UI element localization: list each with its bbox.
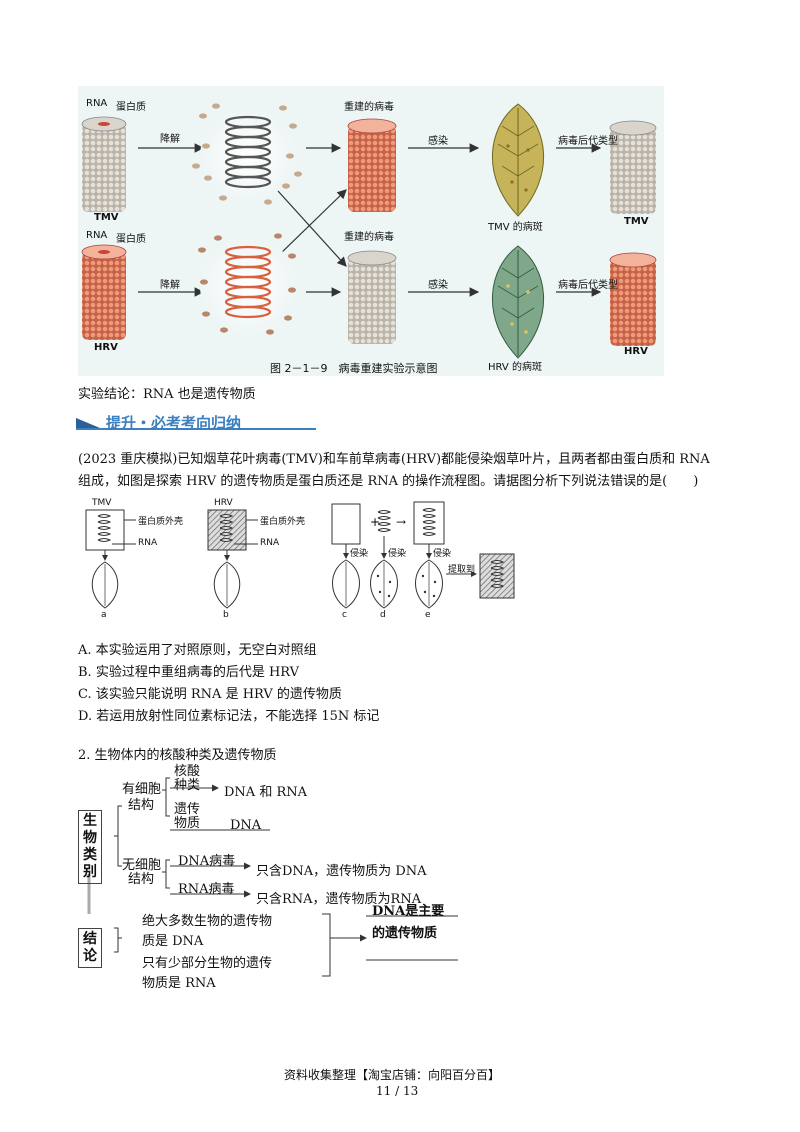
label-a: a bbox=[101, 610, 107, 620]
dna-virus-label: DNA病毒 bbox=[178, 854, 236, 869]
label-infect-top: 感染 bbox=[428, 136, 448, 147]
acid-type-label-1: 核酸 bbox=[174, 764, 201, 779]
option-c: C. 该实验只能说明 RNA 是 HRV 的遗传物质 bbox=[78, 687, 342, 702]
conclusion-b-line-2: 物质是 RNA bbox=[142, 976, 216, 991]
genetic-label-2: 物质 bbox=[174, 816, 201, 831]
nucleic-acid-tree: 生物类别 结论 有细胞 结构 核酸 种类 DNA 和 RNA 遗传 物质 DNA… bbox=[70, 756, 500, 996]
svg-text:+: + bbox=[370, 515, 380, 529]
label-offspring-bottom: 病毒后代类型 bbox=[558, 280, 618, 291]
option-d: D. 若运用放射性同位素标记法，不能选择 15N 标记 bbox=[78, 709, 380, 724]
label-rna-bottom: RNA bbox=[86, 230, 108, 241]
label-hrv-box: HRV bbox=[214, 498, 233, 508]
tmv-leaf bbox=[492, 103, 544, 217]
virus-reconstruction-figure: RNA 蛋白质 TMV 降解 重建的病毒 感染 TMV 的病斑 病毒后代类型 T… bbox=[78, 86, 664, 376]
rna-virus-desc: 只含RNA，遗传物质为RNA bbox=[256, 892, 422, 907]
experiment-flow-figure: + → TMV HRV 蛋白质外壳 RNA 蛋白质外壳 RNA 侵染 侵染 侵染… bbox=[78, 496, 528, 626]
label-c: c bbox=[342, 610, 347, 620]
section-banner: 提升・必考考向归纳 bbox=[76, 412, 316, 434]
question-stem-line-1: (2023 重庆模拟)已知烟草花叶病毒(TMV)和车前草病毒(HRV)都能侵染烟… bbox=[78, 452, 710, 467]
acellular-label-1: 无细胞 bbox=[122, 858, 162, 873]
tmv-degraded bbox=[192, 103, 302, 205]
label-rebuilt-bottom: 重建的病毒 bbox=[344, 232, 394, 243]
hrv-degraded bbox=[198, 233, 296, 336]
label-shell-b: 蛋白质外壳 bbox=[260, 517, 306, 527]
conclusion-a-line-1: 绝大多数生物的遗传物 bbox=[142, 914, 273, 929]
label-d: d bbox=[380, 610, 386, 620]
label-hrv-out: HRV bbox=[624, 346, 648, 357]
experiment-conclusion: 实验结论：RNA 也是遗传物质 bbox=[78, 387, 256, 402]
result-line-2: 的遗传物质 bbox=[372, 926, 438, 941]
label-tmv: TMV bbox=[94, 212, 119, 223]
dna-virus-desc: 只含DNA，遗传物质为 DNA bbox=[256, 864, 427, 879]
label-tmv-box: TMV bbox=[92, 498, 112, 508]
hrv-leaf bbox=[492, 245, 544, 359]
label-protein-top: 蛋白质 bbox=[116, 102, 146, 113]
category-box: 生物类别 bbox=[78, 810, 102, 884]
acid-type-label-2: 种类 bbox=[174, 778, 201, 793]
tree-lines bbox=[87, 777, 458, 977]
conclusion-box-text: 结论 bbox=[83, 931, 97, 964]
figure-caption: 图 2－1－9 病毒重建实验示意图 bbox=[270, 362, 438, 375]
rebuilt-virus-bottom bbox=[347, 250, 397, 344]
svg-text:→: → bbox=[396, 515, 406, 529]
label-offspring-top: 病毒后代类型 bbox=[558, 136, 618, 147]
option-a: A. 本实验运用了对照原则，无空白对照组 bbox=[78, 643, 317, 658]
banner-underline bbox=[76, 428, 316, 430]
hrv-offspring bbox=[609, 252, 657, 346]
label-infect-bottom: 感染 bbox=[428, 280, 448, 291]
option-b: B. 实验过程中重组病毒的后代是 HRV bbox=[78, 665, 300, 680]
rebuilt-virus-top bbox=[347, 118, 397, 212]
genetic-value: DNA bbox=[230, 818, 262, 833]
cellular-label-1: 有细胞 bbox=[122, 782, 162, 797]
hrv-particle bbox=[81, 244, 127, 340]
banner-triangle bbox=[76, 418, 100, 428]
conclusion-a-line-2: 质是 DNA bbox=[142, 934, 204, 949]
label-infect-e: 侵染 bbox=[433, 549, 452, 559]
label-rna-top: RNA bbox=[86, 98, 108, 109]
rna-virus-label: RNA病毒 bbox=[178, 882, 235, 897]
result-line-1: DNA是主要 bbox=[372, 904, 445, 919]
genetic-label-1: 遗传 bbox=[174, 802, 201, 817]
label-rna-b: RNA bbox=[260, 538, 280, 548]
label-hrv-lesion: HRV 的病斑 bbox=[488, 362, 542, 373]
flow-drawing: + → bbox=[85, 501, 515, 609]
page-number: 11 / 13 bbox=[376, 1084, 419, 1098]
label-extract: 提取到 bbox=[448, 565, 476, 575]
acellular-label-2: 结构 bbox=[128, 872, 155, 887]
arrow-cross-down bbox=[277, 190, 347, 267]
label-tmv-lesion: TMV 的病斑 bbox=[488, 222, 543, 233]
label-degrade-top: 降解 bbox=[160, 134, 180, 145]
category-box-text: 生物类别 bbox=[83, 813, 97, 880]
label-degrade-bottom: 降解 bbox=[160, 280, 180, 291]
label-tmv-out: TMV bbox=[624, 216, 649, 227]
question-stem-line-2: 组成，如图是探索 HRV 的遗传物质是蛋白质还是 RNA 的操作流程图。请据图分… bbox=[78, 474, 699, 489]
tmv-offspring bbox=[609, 120, 657, 214]
footer-source: 资料收集整理【淘宝店铺：向阳百分百】 bbox=[284, 1068, 501, 1082]
banner-title: 提升・必考考向归纳 bbox=[106, 414, 242, 432]
label-e: e bbox=[425, 610, 431, 620]
label-hrv: HRV bbox=[94, 342, 118, 353]
label-infect-d: 侵染 bbox=[388, 549, 407, 559]
section2-title: 2. 生物体内的核酸种类及遗传物质 bbox=[78, 748, 277, 763]
label-b: b bbox=[223, 610, 229, 620]
label-infect-c: 侵染 bbox=[350, 549, 369, 559]
figure-drawing bbox=[81, 103, 657, 359]
conclusion-b-line-1: 只有少部分生物的遗传 bbox=[142, 956, 273, 971]
acid-type-value: DNA 和 RNA bbox=[224, 785, 308, 800]
label-shell-a: 蛋白质外壳 bbox=[138, 517, 184, 527]
tmv-particle bbox=[81, 116, 127, 212]
conclusion-box: 结论 bbox=[78, 928, 102, 968]
cellular-label-2: 结构 bbox=[128, 798, 155, 813]
label-rna-a: RNA bbox=[138, 538, 158, 548]
label-protein-bottom: 蛋白质 bbox=[116, 234, 146, 245]
arrow-cross-up bbox=[277, 189, 347, 257]
label-rebuilt-top: 重建的病毒 bbox=[344, 102, 394, 113]
